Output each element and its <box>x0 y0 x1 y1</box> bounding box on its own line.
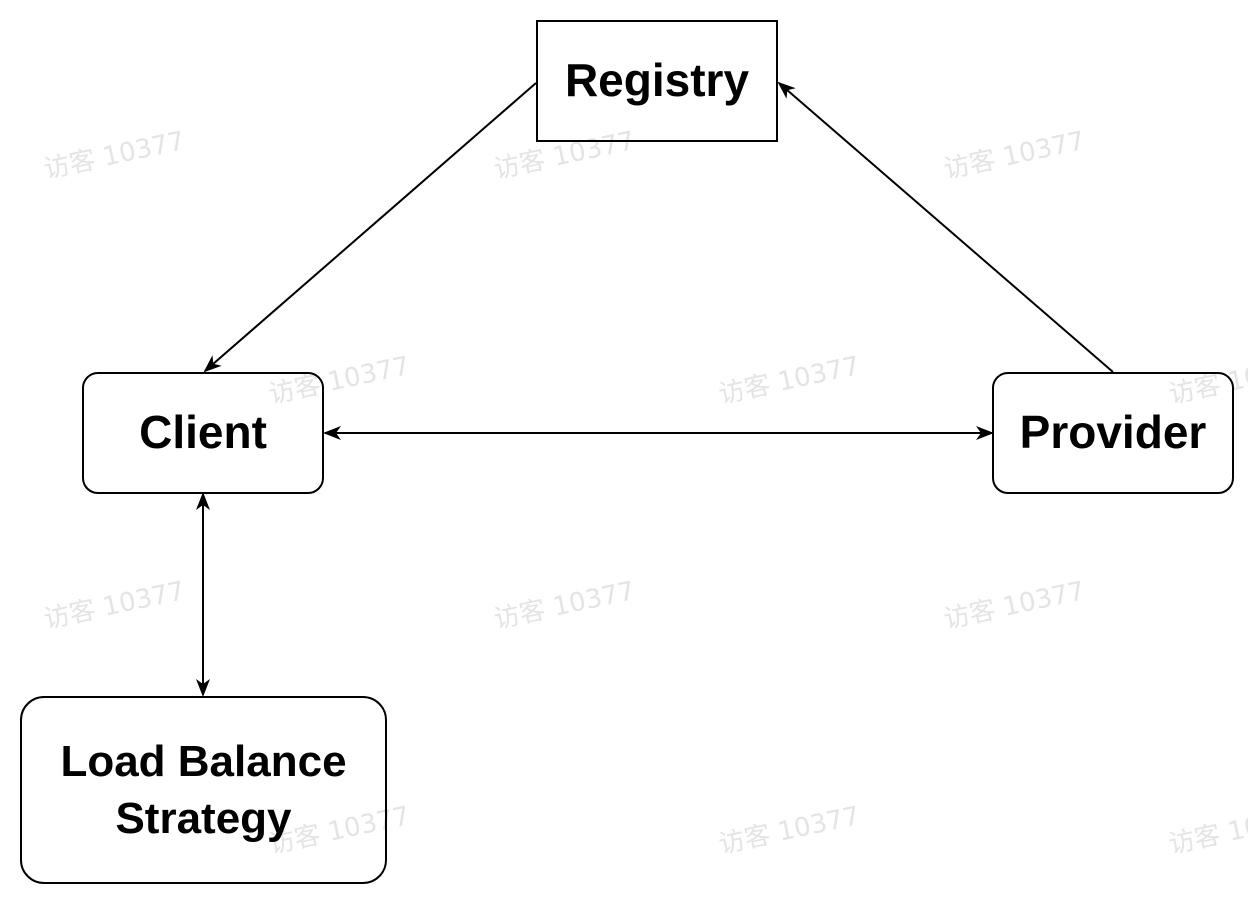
registry-label: Registry <box>564 54 750 107</box>
edge-provider-to-registry <box>777 81 1114 373</box>
provider-node[interactable]: Provider <box>992 372 1234 494</box>
load-balance-label: Load Balance Strategy <box>60 733 346 847</box>
load-balance-label-line2: Strategy <box>115 794 292 843</box>
client-label: Client <box>139 406 267 459</box>
registry-node[interactable]: Registry <box>536 20 778 142</box>
edge-registry-to-client <box>203 82 537 373</box>
load-balance-strategy-node[interactable]: Load Balance Strategy <box>20 696 387 884</box>
provider-label: Provider <box>1019 406 1207 459</box>
client-node[interactable]: Client <box>82 372 324 494</box>
load-balance-label-line1: Load Balance <box>60 736 347 786</box>
